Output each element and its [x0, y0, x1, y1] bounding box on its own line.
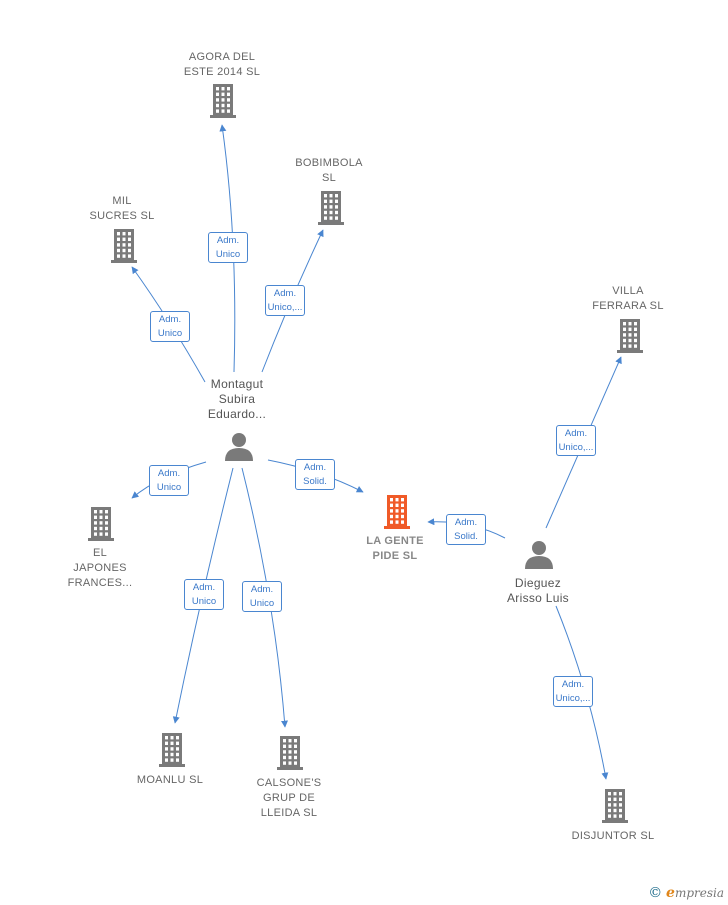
edge-label-dieguez-disjuntor[interactable]: Adm. Unico,... [553, 676, 593, 707]
edge-label-montagut-bobimbola[interactable]: Adm. Unico,... [265, 285, 305, 316]
node-label-line: Subira [218, 392, 256, 406]
building-icon[interactable] [318, 191, 344, 225]
brand-initial: e [666, 885, 675, 901]
node-label-line: Dieguez [514, 576, 562, 590]
edge-label-montagut-moanlu[interactable]: Adm. Unico [184, 579, 224, 610]
edge-label-line: Unico [215, 249, 241, 260]
edge-label-line: Unico [156, 482, 182, 493]
edge-label-line: Unico [249, 598, 275, 609]
node-label-line: LLEIDA SL [260, 807, 318, 819]
node-label-line: AGORA DEL [188, 51, 256, 63]
edge-label-line: Adm. [454, 517, 478, 528]
node-label-bobimbola[interactable]: BOBIMBOLA SL [295, 156, 363, 186]
edge-label-dieguez-villa[interactable]: Adm. Unico,... [556, 425, 596, 456]
node-label-line: BOBIMBOLA [295, 157, 363, 169]
node-label-line: PIDE SL [372, 550, 418, 562]
node-label-line: JAPONES [73, 562, 127, 574]
edge-label-line: Solid. [454, 531, 478, 542]
building-icon[interactable] [111, 229, 137, 263]
edge-label-line: Unico,... [267, 302, 303, 313]
node-label-mil[interactable]: MIL SUCRES SL [89, 194, 154, 224]
node-label-japones[interactable]: EL JAPONES FRANCES... [68, 546, 133, 591]
node-label-line: DISJUNTOR SL [571, 830, 655, 842]
edge-label-montagut-mil[interactable]: Adm. Unico [150, 311, 190, 342]
edge-label-line: Adm. [192, 582, 216, 593]
edge-label-line: Adm. [158, 314, 182, 325]
building-icon[interactable] [384, 495, 410, 529]
person-icon[interactable] [225, 433, 253, 461]
node-label-line: VILLA [612, 285, 644, 297]
building-icon[interactable] [210, 84, 236, 118]
node-label-line: CALSONE'S [256, 777, 322, 789]
edge-label-line: Adm. [561, 679, 585, 690]
brand-name: mpresia [674, 886, 724, 900]
edge-label-line: Adm. [303, 462, 327, 473]
edge-label-line: Unico,... [558, 442, 594, 453]
edge-label-montagut-lagente[interactable]: Adm. Solid. [295, 459, 335, 490]
edge-label-line: Adm. [157, 468, 181, 479]
building-icon[interactable] [602, 789, 628, 823]
node-label-calsone[interactable]: CALSONE'S GRUP DE LLEIDA SL [257, 776, 322, 821]
building-icon[interactable] [617, 319, 643, 353]
node-label-line: FRANCES... [67, 577, 133, 589]
person-icon[interactable] [525, 541, 553, 569]
edge-label-line: Adm. [216, 235, 240, 246]
node-label-line: MOANLU SL [136, 774, 204, 786]
node-label-line: MIL [112, 195, 132, 207]
edge-label-montagut-calsone[interactable]: Adm. Unico [242, 581, 282, 612]
copyright-icon: © [648, 885, 663, 901]
node-label-lagente[interactable]: LA GENTE PIDE SL [366, 534, 424, 564]
node-label-moanlu[interactable]: MOANLU SL [137, 773, 203, 788]
building-icon[interactable] [88, 507, 114, 541]
edge-label-montagut-agora[interactable]: Adm. Unico [208, 232, 248, 263]
edge-label-line: Solid. [303, 476, 327, 487]
edge-label-line: Unico,... [555, 693, 591, 704]
edge-label-montagut-japones[interactable]: Adm. Unico [149, 465, 189, 496]
empresia-watermark: © empresia [648, 885, 724, 901]
edge-label-line: Adm. [564, 428, 588, 439]
node-label-line: EL [92, 547, 108, 559]
edge-label-dieguez-lagente[interactable]: Adm. Solid. [446, 514, 486, 545]
node-label-line: Arisso Luis [507, 591, 569, 605]
node-label-villa[interactable]: VILLA FERRARA SL [592, 284, 663, 314]
node-label-line: SL [321, 172, 337, 184]
node-label-line: GRUP DE [262, 792, 316, 804]
edge-label-line: Unico [157, 328, 183, 339]
node-label-line: SUCRES SL [89, 210, 155, 222]
building-icon[interactable] [277, 736, 303, 770]
node-label-line: ESTE 2014 SL [183, 66, 261, 78]
building-icon[interactable] [159, 733, 185, 767]
edge-label-line: Adm. [273, 288, 297, 299]
node-label-disjuntor[interactable]: DISJUNTOR SL [572, 829, 655, 844]
node-label-line: LA GENTE [366, 535, 424, 547]
edge-label-line: Unico [191, 596, 217, 607]
node-label-line: Eduardo... [207, 407, 267, 421]
node-label-line: Montagut [210, 377, 264, 391]
node-label-line: FERRARA SL [592, 300, 664, 312]
edge-label-line: Adm. [250, 584, 274, 595]
node-label-agora[interactable]: AGORA DEL ESTE 2014 SL [184, 50, 260, 80]
